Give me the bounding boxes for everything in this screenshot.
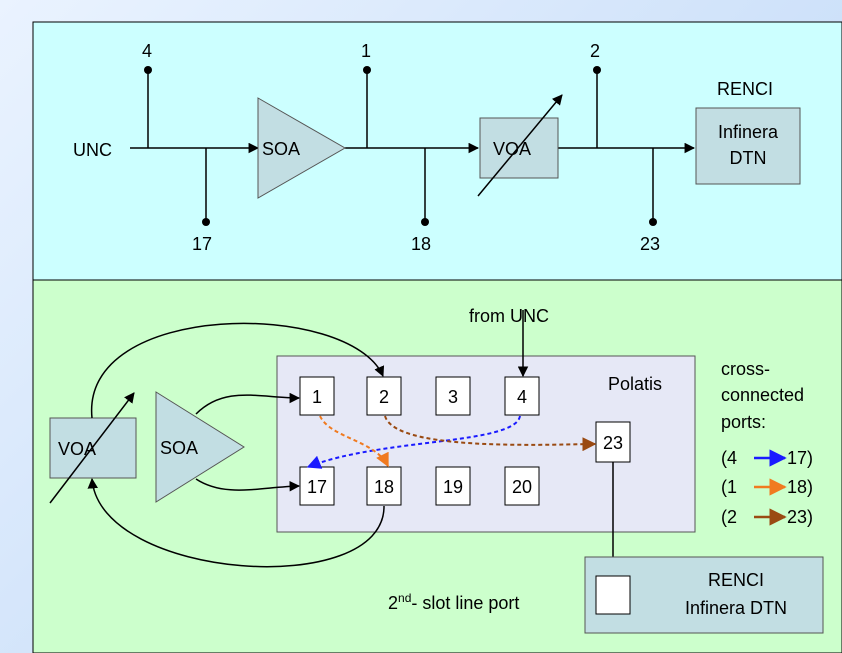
svg-text:(1: (1: [721, 477, 737, 497]
port-4: 4: [504, 376, 540, 416]
unc-label: UNC: [73, 140, 112, 160]
svg-text:17): 17): [787, 448, 813, 468]
port-19: 19: [435, 466, 471, 506]
port-3: 3: [435, 376, 471, 416]
port-18: 18: [366, 466, 402, 506]
svg-text:DTN: DTN: [730, 148, 767, 168]
tap-18: 18: [411, 148, 431, 254]
polatis-label: Polatis: [608, 374, 662, 394]
port-1: 1: [299, 376, 335, 416]
port-23: 23: [595, 421, 631, 463]
svg-text:ports:: ports:: [721, 412, 766, 432]
svg-text:connected: connected: [721, 385, 804, 405]
voa-to-port-2: [91, 322, 385, 419]
port-17: 17: [299, 466, 335, 506]
svg-text:18: 18: [374, 477, 394, 497]
svg-text:Infinera DTN: Infinera DTN: [685, 598, 787, 618]
port-18-to-voa: [87, 477, 385, 568]
svg-text:23: 23: [603, 433, 623, 453]
svg-text:(4: (4: [721, 448, 737, 468]
bottom-voa-attenuator: VOA: [49, 392, 137, 504]
slot-line-port-label: 2nd- slot line port: [388, 591, 519, 613]
cross-connect-legend: cross- connected ports: (4 17) (1 18) (2…: [721, 359, 813, 527]
svg-text:1: 1: [312, 387, 322, 407]
bottom-soa-amplifier: SOA: [155, 391, 245, 503]
from-unc-label: from UNC: [469, 306, 549, 326]
svg-text:23: 23: [640, 234, 660, 254]
svg-text:2: 2: [590, 41, 600, 61]
svg-text:Infinera: Infinera: [718, 122, 779, 142]
svg-text:RENCI: RENCI: [708, 570, 764, 590]
svg-text:20: 20: [512, 477, 532, 497]
legend-item-2-23: (2 23): [721, 507, 813, 527]
svg-text:SOA: SOA: [160, 438, 198, 458]
svg-text:19: 19: [443, 477, 463, 497]
tap-17: 17: [192, 148, 212, 254]
soa-to-port-17: [195, 478, 301, 492]
top-voa-attenuator: VOA: [477, 94, 563, 197]
legend-item-1-18: (1 18): [721, 477, 813, 497]
port-20: 20: [504, 466, 540, 506]
svg-text:3: 3: [448, 387, 458, 407]
svg-text:18: 18: [411, 234, 431, 254]
svg-text:17: 17: [192, 234, 212, 254]
svg-text:2: 2: [379, 387, 389, 407]
top-soa-amplifier: SOA: [257, 97, 347, 199]
svg-text:4: 4: [142, 41, 152, 61]
tap-23: 23: [640, 148, 660, 254]
svg-text:23): 23): [787, 507, 813, 527]
tap-1: 1: [361, 41, 371, 148]
svg-text:1: 1: [361, 41, 371, 61]
xconnect-4-to-17: [306, 415, 521, 469]
legend-item-4-17: (4 17): [721, 448, 813, 468]
svg-text:SOA: SOA: [262, 139, 300, 159]
soa-to-port-1: [195, 392, 301, 415]
tap-4: 4: [142, 41, 152, 148]
svg-text:(2: (2: [721, 507, 737, 527]
xconnect-2-to-23: [384, 415, 597, 452]
svg-text:RENCI: RENCI: [717, 79, 773, 99]
port-2: 2: [366, 376, 402, 416]
xconnect-1-to-18: [319, 415, 389, 468]
tap-2: 2: [590, 41, 601, 148]
svg-text:18): 18): [787, 477, 813, 497]
svg-text:cross-: cross-: [721, 359, 770, 379]
bottom-dtn-box: RENCI Infinera DTN: [584, 556, 824, 634]
svg-text:17: 17: [307, 477, 327, 497]
dtn-line-port: [595, 575, 631, 615]
svg-text:4: 4: [517, 387, 527, 407]
top-dtn-box: RENCI Infinera DTN: [695, 79, 801, 185]
